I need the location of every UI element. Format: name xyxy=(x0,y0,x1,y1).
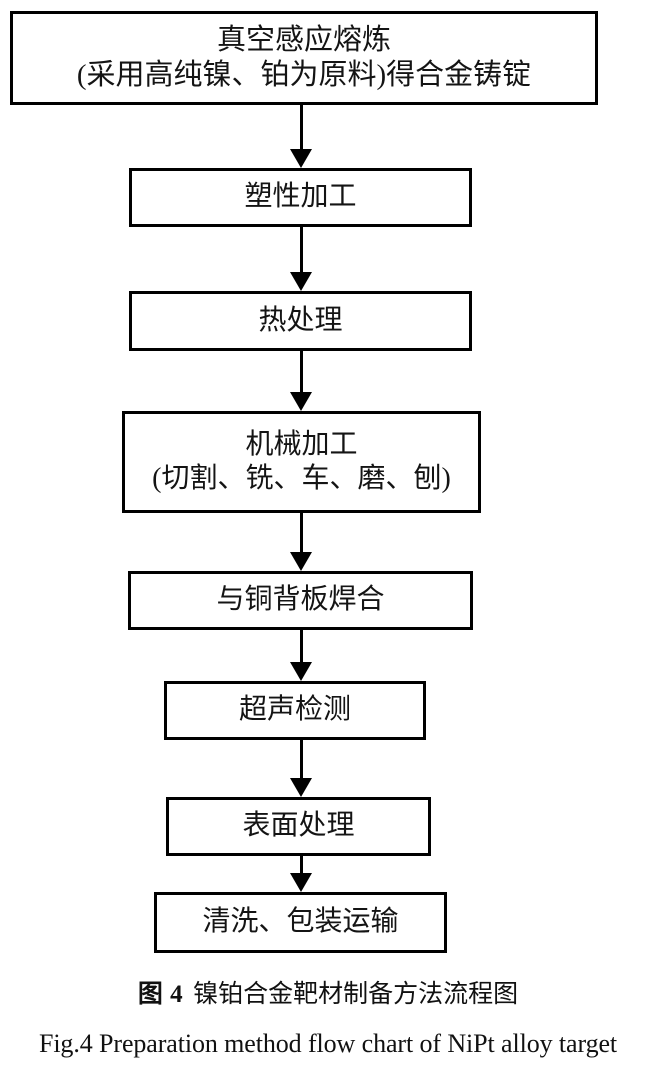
flow-node-cleaning-packing-shipping: 清洗、包装运输 xyxy=(154,892,447,953)
arrow-head-down-icon xyxy=(290,149,312,168)
arrow-plastic-to-heat xyxy=(290,227,312,291)
arrow-head-down-icon xyxy=(290,778,312,797)
arrow-weld-to-ultrasonic xyxy=(290,630,312,681)
arrow-stem xyxy=(300,351,303,392)
flow-node-heat-treatment: 热处理 xyxy=(129,291,472,351)
flow-node-surface-line1: 表面处理 xyxy=(242,810,355,842)
arrow-head-down-icon xyxy=(290,392,312,411)
arrow-surface-to-packing xyxy=(290,856,312,892)
flow-node-ultrasonic-inspection: 超声检测 xyxy=(164,681,426,740)
arrow-stem xyxy=(300,856,303,876)
flow-node-heat-line1: 热处理 xyxy=(258,304,343,336)
flow-node-machining-line1: 机械加工 xyxy=(245,428,358,460)
flow-node-mechanical-machining: 机械加工 (切割、铣、车、磨、刨) xyxy=(122,411,481,513)
arrow-stem xyxy=(300,227,303,272)
flow-node-plastic-line1: 塑性加工 xyxy=(244,181,357,213)
flow-node-melting-line2: (采用高纯镍、铂为原料)得合金铸锭 xyxy=(76,59,532,91)
arrow-head-down-icon xyxy=(290,662,312,681)
flow-node-vacuum-induction-melting: 真空感应熔炼 (采用高纯镍、铂为原料)得合金铸锭 xyxy=(10,11,598,105)
flow-node-machining-line2: (切割、铣、车、磨、刨) xyxy=(152,463,451,494)
arrow-stem xyxy=(300,105,303,149)
flow-node-bonding-to-copper-backing-plate: 与铜背板焊合 xyxy=(128,571,473,630)
arrow-heat-to-machining xyxy=(290,351,312,411)
arrow-head-down-icon xyxy=(290,272,312,291)
arrow-head-down-icon xyxy=(290,552,312,571)
flow-node-melting-line1: 真空感应熔炼 xyxy=(216,23,391,56)
arrow-stem xyxy=(300,513,303,552)
figure-caption-chinese: 图 4 镍铂合金靶材制备方法流程图 xyxy=(0,974,656,1010)
figure-caption-english: Fig.4 Preparation method flow chart of N… xyxy=(38,1029,618,1058)
arrow-ultrasonic-to-surface xyxy=(290,740,312,797)
arrow-melting-to-plastic xyxy=(290,105,312,168)
arrow-machining-to-weld xyxy=(290,513,312,571)
flow-node-surface-treatment: 表面处理 xyxy=(166,797,431,856)
flow-node-packing-line1: 清洗、包装运输 xyxy=(202,906,399,938)
figure-number-label: 图 4 xyxy=(137,981,184,1008)
arrow-stem xyxy=(300,740,303,778)
arrow-head-down-icon xyxy=(290,873,312,892)
flow-node-plastic-working: 塑性加工 xyxy=(129,168,472,227)
arrow-stem xyxy=(300,630,303,662)
flow-node-weld-line1: 与铜背板焊合 xyxy=(216,584,385,616)
flow-node-ultrasonic-line1: 超声检测 xyxy=(238,694,351,726)
figure-caption-chinese-text: 镍铂合金靶材制备方法流程图 xyxy=(193,981,519,1008)
